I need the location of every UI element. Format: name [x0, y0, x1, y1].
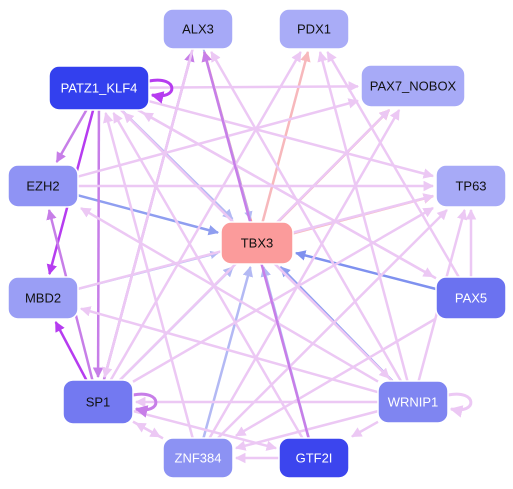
node-box — [7, 164, 79, 208]
node-wrnip1[interactable]: WRNIP1 — [377, 380, 449, 424]
node-box — [377, 380, 449, 424]
node-mbd2[interactable]: MBD2 — [7, 276, 79, 320]
edge-znf384-to-patz1_klf4 — [103, 111, 194, 439]
edge-sp1-to-gtf2i — [132, 409, 278, 451]
edge-wrnip1-to-gtf2i — [351, 420, 379, 438]
edge-wrnip1-to-alx3 — [210, 51, 402, 382]
node-label: PDX1 — [297, 22, 331, 37]
node-sp1[interactable]: SP1 — [62, 379, 134, 425]
self-loop-patz1_klf4 — [148, 78, 174, 104]
node-label: MBD2 — [25, 291, 61, 306]
node-znf384[interactable]: ZNF384 — [162, 437, 234, 479]
node-box — [435, 276, 507, 320]
edge-gtf2i-to-patz1_klf4 — [112, 112, 304, 439]
edge-patz1_klf4-to-sp1 — [92, 109, 104, 379]
node-box — [62, 379, 134, 425]
node-box — [278, 8, 350, 50]
node-label: GTF2I — [296, 451, 333, 466]
edge-patz1_klf4-to-ezh2 — [55, 109, 88, 163]
edge-znf384-to-sp1 — [135, 422, 164, 440]
node-ezh2[interactable]: EZH2 — [7, 164, 79, 208]
node-box — [162, 8, 234, 50]
node-box — [162, 437, 234, 479]
edge-wrnip1-to-pdx1 — [317, 50, 409, 382]
node-label: ALX3 — [182, 22, 214, 37]
node-label: TBX3 — [241, 236, 274, 251]
node-box — [7, 276, 79, 320]
edge-patz1_klf4-to-pax7_nobox — [148, 81, 360, 92]
edge-znf384-to-pax7_nobox — [208, 109, 401, 439]
edge-pax5-to-tbx3 — [294, 250, 437, 291]
self-loop-wrnip1 — [447, 392, 473, 418]
edge-pax5-to-patz1_klf4 — [142, 111, 437, 280]
node-alx3[interactable]: ALX3 — [162, 8, 234, 50]
edge-ezh2-to-pax7_nobox — [77, 98, 360, 178]
node-pdx1[interactable]: PDX1 — [278, 8, 350, 50]
node-box — [48, 65, 150, 111]
node-label: PATZ1_KLF4 — [61, 81, 138, 96]
edge-sp1-to-tp63 — [132, 206, 434, 383]
edge-wrnip1-to-mbd2 — [79, 306, 379, 394]
edge-znf384-to-tp63 — [217, 209, 448, 439]
edge-pax5-to-znf384 — [235, 317, 437, 437]
node-label: SP1 — [86, 395, 111, 410]
node-tbx3[interactable]: TBX3 — [220, 221, 294, 265]
edge-alx3-to-sp1 — [102, 48, 194, 379]
node-label: PAX5 — [455, 291, 487, 306]
node-pax5[interactable]: PAX5 — [435, 276, 507, 320]
edge-sp1-to-mbd2 — [54, 321, 88, 381]
edge-pax5-to-pdx1 — [326, 51, 460, 278]
node-tp63[interactable]: TP63 — [435, 164, 507, 208]
self-loop-sp1 — [132, 392, 158, 418]
node-box — [435, 164, 507, 208]
node-label: EZH2 — [26, 179, 59, 194]
node-patz1-klf4[interactable]: PATZ1_KLF4 — [48, 65, 150, 111]
node-box — [278, 437, 350, 479]
node-pax7-nobox[interactable]: PAX7_NOBOX — [360, 64, 466, 108]
node-label: PAX7_NOBOX — [370, 79, 457, 94]
node-label: ZNF384 — [175, 451, 222, 466]
edge-wrnip1-to-ezh2 — [80, 207, 379, 383]
edge-znf384-to-tbx3 — [202, 265, 253, 439]
node-label: TP63 — [455, 179, 486, 194]
node-box — [220, 221, 294, 265]
edge-patz1_klf4-to-tp63 — [148, 99, 435, 179]
node-box — [360, 64, 466, 108]
node-gtf2i[interactable]: GTF2I — [278, 437, 350, 479]
node-label: WRNIP1 — [388, 395, 439, 410]
